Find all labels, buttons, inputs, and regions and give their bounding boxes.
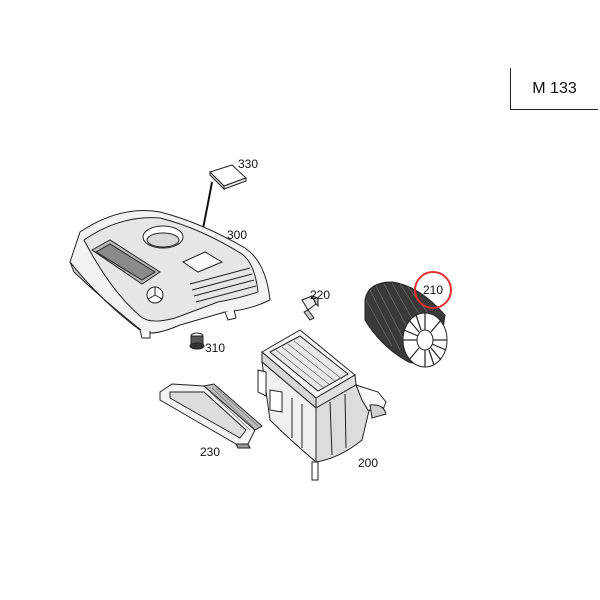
highlight-ring-210: [414, 271, 452, 309]
part-210-air-filter: [364, 281, 448, 368]
part-300-engine-cover: [69, 210, 271, 339]
label-200: 200: [358, 456, 378, 470]
model-code-box: M 133: [510, 68, 598, 110]
label-220: 220: [310, 288, 330, 302]
label-310: 310: [205, 341, 225, 355]
label-230: 230: [200, 445, 220, 459]
part-330-plate: [209, 164, 247, 191]
label-300: 300: [227, 228, 247, 242]
label-210: 210: [423, 283, 443, 297]
part-310-grommet: [189, 332, 205, 350]
part-200-filter-housing: [257, 329, 387, 481]
label-330: 330: [238, 157, 258, 171]
model-code-label: M 133: [532, 79, 577, 97]
part-230-flat-filter: [159, 383, 263, 449]
part-220-sensor: [301, 295, 319, 321]
